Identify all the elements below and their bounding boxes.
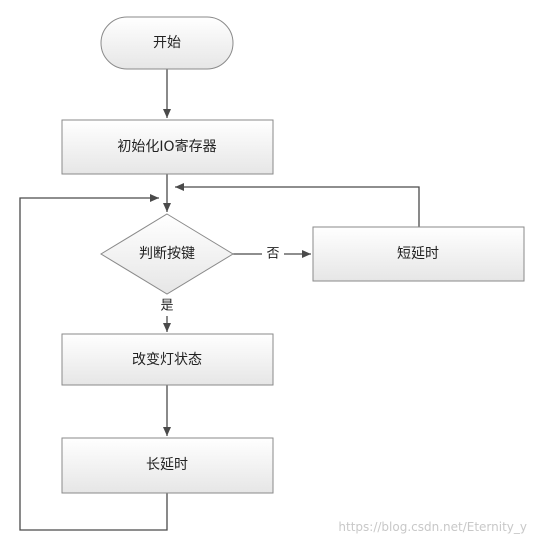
init-io-label: 初始化IO寄存器 (117, 138, 216, 155)
arrow-loop-back-right (175, 183, 420, 227)
short-delay-node: 短延时 (312, 226, 525, 282)
start-node: 开始 (100, 16, 234, 70)
toggle-light-node: 改变灯状态 (61, 333, 274, 386)
no-branch-label: 否 (266, 247, 279, 262)
connectors (19, 69, 420, 531)
long-delay-node: 长延时 (61, 437, 274, 494)
toggle-light-label: 改变灯状态 (132, 352, 202, 368)
yes-branch-label: 是 (160, 299, 173, 314)
init-io-node: 初始化IO寄存器 (61, 119, 274, 175)
watermark-text: https://blog.csdn.net/Eternity_y (338, 520, 527, 534)
short-delay-label: 短延时 (397, 246, 439, 262)
long-delay-label: 长延时 (146, 457, 188, 473)
start-label: 开始 (153, 35, 181, 51)
arrow-loop-back-left (19, 194, 168, 531)
check-key-decision: 判断按键 (100, 213, 234, 295)
check-key-label: 判断按键 (139, 246, 195, 262)
